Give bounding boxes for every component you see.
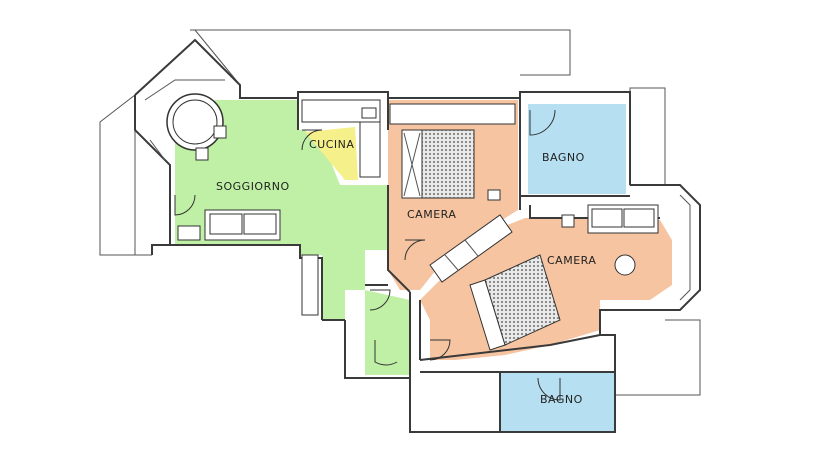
bay-window-camera2 <box>679 194 691 301</box>
room-label-camera1: CAMERA <box>407 208 456 221</box>
cabinet <box>301 254 319 316</box>
sofa <box>177 209 281 241</box>
room-label-cucina: CUCINA <box>309 138 354 151</box>
doors <box>174 109 561 401</box>
wardrobe-camera1 <box>389 103 516 125</box>
room-cucina-fill <box>305 127 358 180</box>
room-label-bagno1: BAGNO <box>542 151 585 164</box>
armchairs-camera2 <box>561 204 659 276</box>
room-soggiorno-fill <box>175 100 388 320</box>
bed-camera1 <box>401 129 501 201</box>
room-label-camera2: CAMERA <box>547 254 596 267</box>
room-bagno1-fill <box>528 104 626 194</box>
room-label-bagno2: BAGNO <box>540 393 583 406</box>
kitchen-counters <box>301 99 381 178</box>
wardrobe-diagonal <box>429 214 513 283</box>
room-label-soggiorno: SOGGIORNO <box>216 180 290 193</box>
room-corridor-fill <box>365 290 410 375</box>
walls <box>134 38 701 433</box>
bay-window <box>144 79 225 161</box>
room-bagno2-fill <box>500 372 615 432</box>
bed-camera2 <box>469 254 561 351</box>
dining-table <box>166 93 227 161</box>
